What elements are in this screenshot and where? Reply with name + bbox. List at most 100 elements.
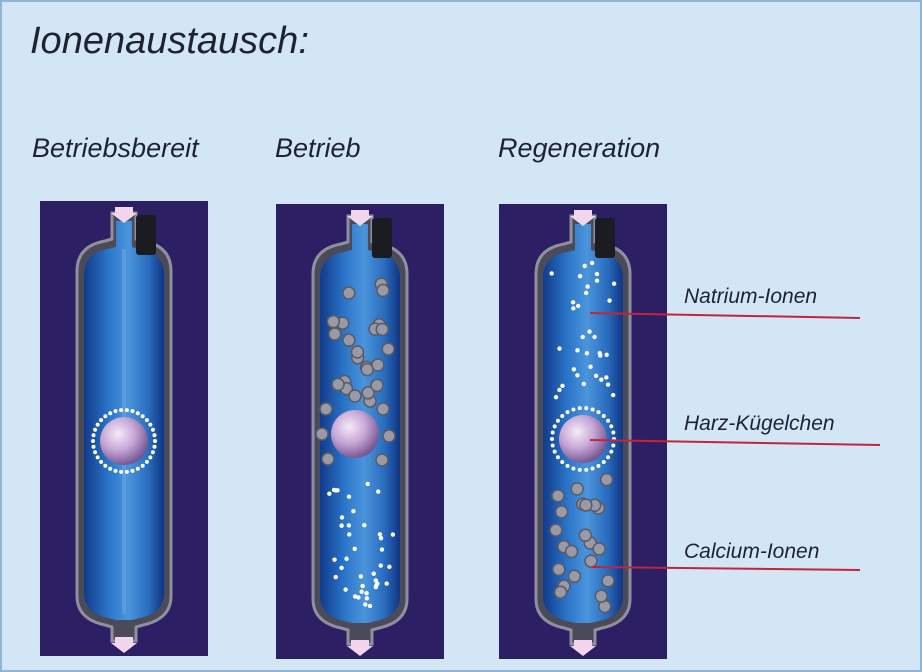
- sodium-ion: [93, 428, 97, 432]
- sodium-ion: [557, 388, 561, 392]
- calcium-ion: [568, 570, 580, 582]
- calcium-ion: [376, 454, 388, 466]
- sodium-ion: [575, 348, 579, 352]
- calcium-ion: [382, 343, 394, 355]
- sodium-ion: [92, 433, 96, 437]
- sodium-ion: [343, 587, 347, 591]
- sodium-ion: [607, 298, 611, 302]
- sodium-ion: [327, 491, 331, 495]
- sodium-ion: [611, 443, 615, 447]
- calcium-ion: [556, 506, 568, 518]
- sodium-ion: [550, 437, 554, 441]
- sodium-ion: [556, 455, 560, 459]
- sodium-ion: [581, 335, 585, 339]
- calcium-ion: [593, 543, 605, 555]
- sodium-ion: [356, 595, 360, 599]
- sodium-ion: [148, 423, 152, 427]
- sodium-ion: [549, 271, 553, 275]
- sodium-ion: [351, 509, 355, 513]
- sodium-ion: [585, 284, 589, 288]
- sodium-ion: [585, 351, 589, 355]
- calcium-ion: [580, 499, 592, 511]
- sodium-ion: [598, 353, 602, 357]
- sodium-ion: [554, 395, 558, 399]
- sodium-ion: [612, 437, 616, 441]
- tank-panel-operation: [276, 204, 444, 659]
- sodium-ion: [566, 410, 570, 414]
- sodium-ion: [553, 424, 557, 428]
- calcium-ion: [351, 346, 363, 358]
- sodium-ion: [119, 408, 123, 412]
- sodium-ion: [366, 482, 370, 486]
- sodium-ion: [136, 411, 140, 415]
- sodium-ion: [611, 393, 615, 397]
- sodium-ion: [96, 423, 100, 427]
- sodium-ion: [359, 574, 363, 578]
- calcium-ion: [320, 403, 332, 415]
- calcium-ion: [377, 403, 389, 415]
- sodium-ion: [130, 469, 134, 473]
- sodium-ion: [114, 469, 118, 473]
- sodium-ion: [583, 264, 587, 268]
- sodium-ion: [152, 433, 156, 437]
- sodium-ion: [571, 306, 575, 310]
- sodium-ion: [606, 382, 610, 386]
- sodium-ion: [606, 419, 610, 423]
- sodium-ion: [380, 547, 384, 551]
- sodium-ion: [584, 468, 588, 472]
- sodium-ion: [591, 408, 595, 412]
- sodium-ion: [578, 406, 582, 410]
- sodium-ion: [588, 365, 592, 369]
- sodium-ion: [376, 489, 380, 493]
- sodium-ion: [572, 367, 576, 371]
- sodium-ion: [151, 428, 155, 432]
- sodium-ion: [582, 382, 586, 386]
- sodium-ion: [387, 565, 391, 569]
- sodium-ion: [145, 418, 149, 422]
- sodium-ion: [597, 410, 601, 414]
- sodium-ion: [609, 424, 613, 428]
- sodium-ion: [364, 591, 368, 595]
- sodium-ion: [584, 406, 588, 410]
- sodium-ion: [99, 418, 103, 422]
- callout-label-bead: Harz-Kügelchen: [684, 412, 835, 436]
- calcium-ion: [376, 323, 388, 335]
- sodium-ion: [359, 590, 363, 594]
- calcium-ion: [585, 555, 597, 567]
- sodium-ion: [599, 377, 603, 381]
- sodium-ion: [597, 464, 601, 468]
- sodium-ion: [551, 443, 555, 447]
- sodium-ion: [114, 409, 118, 413]
- sodium-ion: [103, 414, 107, 418]
- calcium-ion: [552, 490, 564, 502]
- sodium-ion: [347, 532, 351, 536]
- sodium-ion: [375, 581, 379, 585]
- sodium-ion: [592, 335, 596, 339]
- sodium-ion: [108, 467, 112, 471]
- sodium-ion: [571, 300, 575, 304]
- calcium-ion: [322, 453, 334, 465]
- sodium-ion: [602, 414, 606, 418]
- tank-panel-regeneration: [499, 204, 667, 659]
- sodium-ion: [153, 439, 157, 443]
- calcium-ion: [571, 483, 583, 495]
- outlet-pipe: [595, 218, 615, 258]
- sodium-ion: [148, 455, 152, 459]
- sodium-ion: [602, 460, 606, 464]
- sodium-ion: [339, 566, 343, 570]
- calcium-ion: [349, 390, 361, 402]
- sodium-ion: [595, 272, 599, 276]
- calcium-ion: [553, 563, 565, 575]
- sodium-ion: [103, 464, 107, 468]
- calcium-ion: [329, 328, 341, 340]
- sodium-ion: [575, 373, 579, 377]
- sodium-ion: [332, 557, 336, 561]
- sodium-ion: [339, 523, 343, 527]
- tank-panel-ready: [40, 201, 208, 656]
- sodium-ion: [119, 470, 123, 474]
- sodium-ion: [108, 411, 112, 415]
- column-label-ready: Betriebsbereit: [32, 133, 199, 164]
- sodium-ion: [141, 414, 145, 418]
- sodium-ion: [333, 488, 337, 492]
- sodium-ion: [391, 532, 395, 536]
